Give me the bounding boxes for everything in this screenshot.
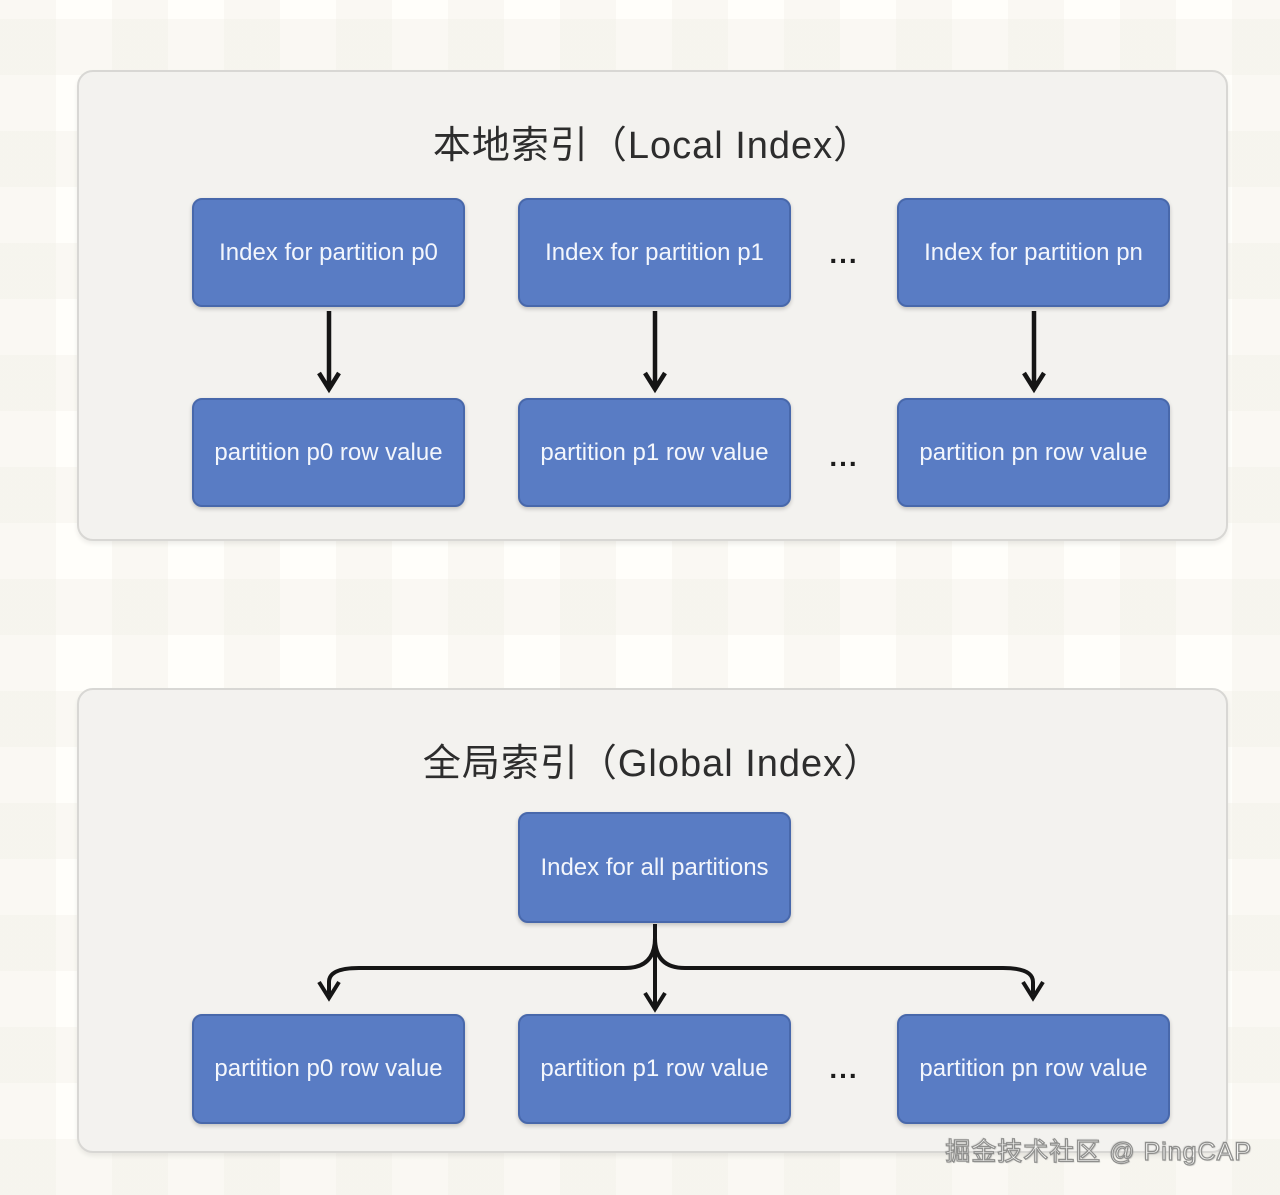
watermark-text: 掘金技术社区 @ PingCAP <box>945 1137 1252 1166</box>
local-index-box-pn: Index for partition pn <box>897 198 1170 307</box>
local-index-panel: 本地索引（Local Index） Index for partition p0… <box>77 70 1228 541</box>
ellipsis-global-row: ... <box>829 1053 859 1084</box>
ellipsis-bottom-row: ... <box>829 441 859 472</box>
global-row-box-p1: partition p1 row value <box>518 1014 791 1124</box>
global-index-title: 全局索引（Global Index） <box>422 743 883 785</box>
local-index-title: 本地索引（Local Index） <box>432 125 873 167</box>
down-arrow-p0 <box>317 311 341 394</box>
branch-arrows <box>317 924 1045 1013</box>
down-arrow-pn <box>1022 311 1046 394</box>
ellipsis-top-row: ... <box>829 238 859 269</box>
local-row-box-pn: partition pn row value <box>897 398 1170 507</box>
global-index-box-all: Index for all partitions <box>518 812 791 923</box>
global-index-panel: 全局索引（Global Index） Index for all partiti… <box>77 688 1228 1153</box>
local-index-box-p1: Index for partition p1 <box>518 198 791 307</box>
local-row-box-p0: partition p0 row value <box>192 398 465 507</box>
local-row-box-p1: partition p1 row value <box>518 398 791 507</box>
local-index-box-p0: Index for partition p0 <box>192 198 465 307</box>
global-row-box-p0: partition p0 row value <box>192 1014 465 1124</box>
down-arrow-p1 <box>643 311 667 394</box>
global-row-box-pn: partition pn row value <box>897 1014 1170 1124</box>
